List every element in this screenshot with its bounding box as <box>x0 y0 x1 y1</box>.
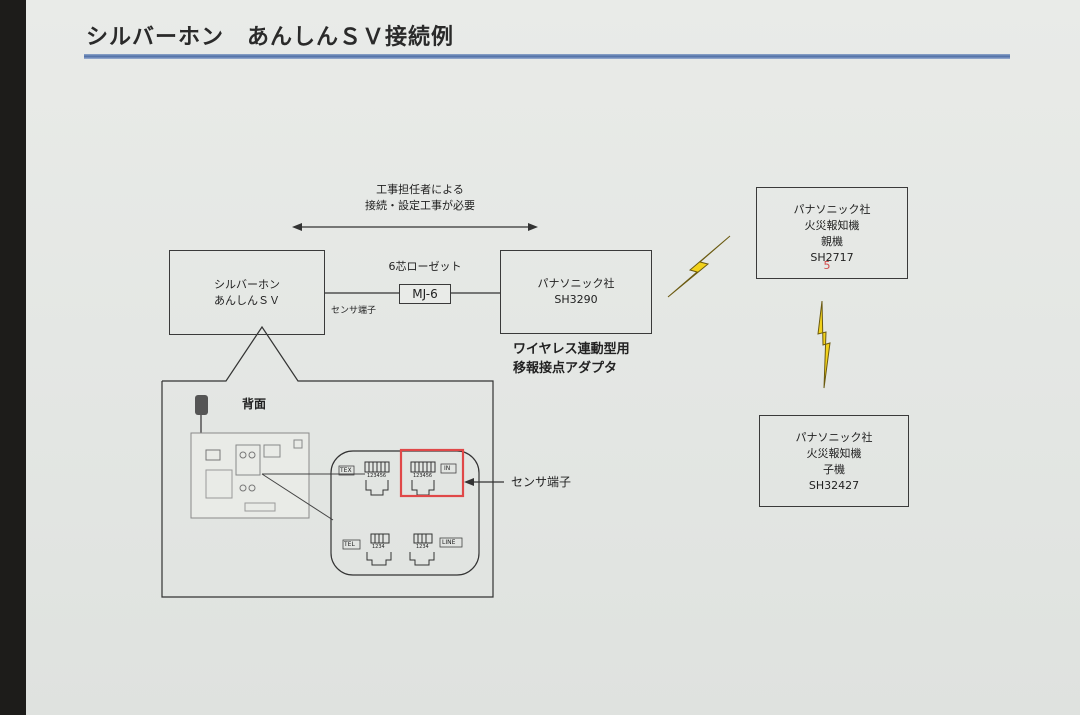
slave-model: SH32427 <box>808 479 860 492</box>
leader-line <box>261 473 334 521</box>
jack-tag-tel: TEL <box>344 541 355 548</box>
phone-unit-box: シルバーホン あんしんＳＶ <box>169 250 325 335</box>
jack-tag-in: IN <box>444 465 451 472</box>
back-side-label: 背面 <box>242 397 267 411</box>
note-line-2: 接続・設定工事が必要 <box>365 199 475 212</box>
jack-tag-pin-b: 123456 <box>413 473 433 479</box>
master-model: SH2717 <box>810 251 854 264</box>
jack-tag-box <box>338 465 355 476</box>
modular-jack-icon <box>366 533 392 566</box>
title-underline <box>84 54 1010 59</box>
sensor-terminal-label-small: センサ端子 <box>331 306 377 316</box>
master-maker: パナソニック社 <box>793 203 871 216</box>
jack-tag-box <box>440 463 457 474</box>
adapter-description-1: ワイヤレス連動型用 <box>513 342 630 357</box>
jack-tag-pin-c: 1234 <box>372 544 385 550</box>
slave-type: 火災報知機 <box>806 447 862 460</box>
phone-model: あんしんＳＶ <box>214 294 280 307</box>
phone-name: シルバーホン <box>214 278 280 291</box>
master-type: 火災報知機 <box>804 219 860 232</box>
paper-sheet <box>26 0 1080 715</box>
modular-jack-icon <box>364 461 390 496</box>
jack-tag-tex: TEX <box>340 467 352 474</box>
connector-label: MJ-6 <box>412 287 438 301</box>
slave-maker: パナソニック社 <box>795 431 873 444</box>
master-role: 親機 <box>821 235 843 248</box>
terminal-panel <box>330 450 480 576</box>
sensor-terminal-highlight <box>399 448 465 498</box>
sensor-terminal-label: センサ端子 <box>511 475 572 489</box>
device-back-illustration <box>190 395 310 519</box>
note-line-1: 工事担任者による <box>376 183 464 196</box>
adapter-box: パナソニック社 SH3290 <box>500 250 652 334</box>
callout-frame <box>161 325 494 598</box>
span-arrow-left-head <box>292 223 302 231</box>
adapter-description-2: 移報接点アダプタ <box>513 361 618 376</box>
slave-alarm-box: パナソニック社 火災報知機 子機 SH32427 <box>759 415 909 507</box>
lightning-bolt-icon <box>667 235 731 298</box>
slave-role: 子機 <box>823 463 845 476</box>
master-alarm-box: パナソニック社 火災報知機 親機 SH2717 5 <box>756 187 908 279</box>
mj6-connector-box: MJ-6 <box>399 284 451 304</box>
modular-jack-icon <box>409 533 435 566</box>
handwritten-mark: 5 <box>823 259 831 272</box>
jack-tag-pin-a: 123456 <box>367 473 387 479</box>
jack-tag-pin-d: 1234 <box>416 544 429 550</box>
jack-tag-box <box>439 537 463 548</box>
lightning-bolt-icon <box>817 300 831 389</box>
adapter-model: SH3290 <box>554 293 598 306</box>
span-arrow-right-head <box>528 223 538 231</box>
sensor-arrow-head <box>464 478 474 486</box>
jack-tag-line: LINE <box>442 539 456 546</box>
jack-tag-box <box>342 539 361 550</box>
connector-caption: 6芯ローゼット <box>388 260 462 273</box>
adapter-maker: パナソニック社 <box>537 277 615 290</box>
page-title: シルバーホン あんしんＳＶ接続例 <box>86 25 455 50</box>
